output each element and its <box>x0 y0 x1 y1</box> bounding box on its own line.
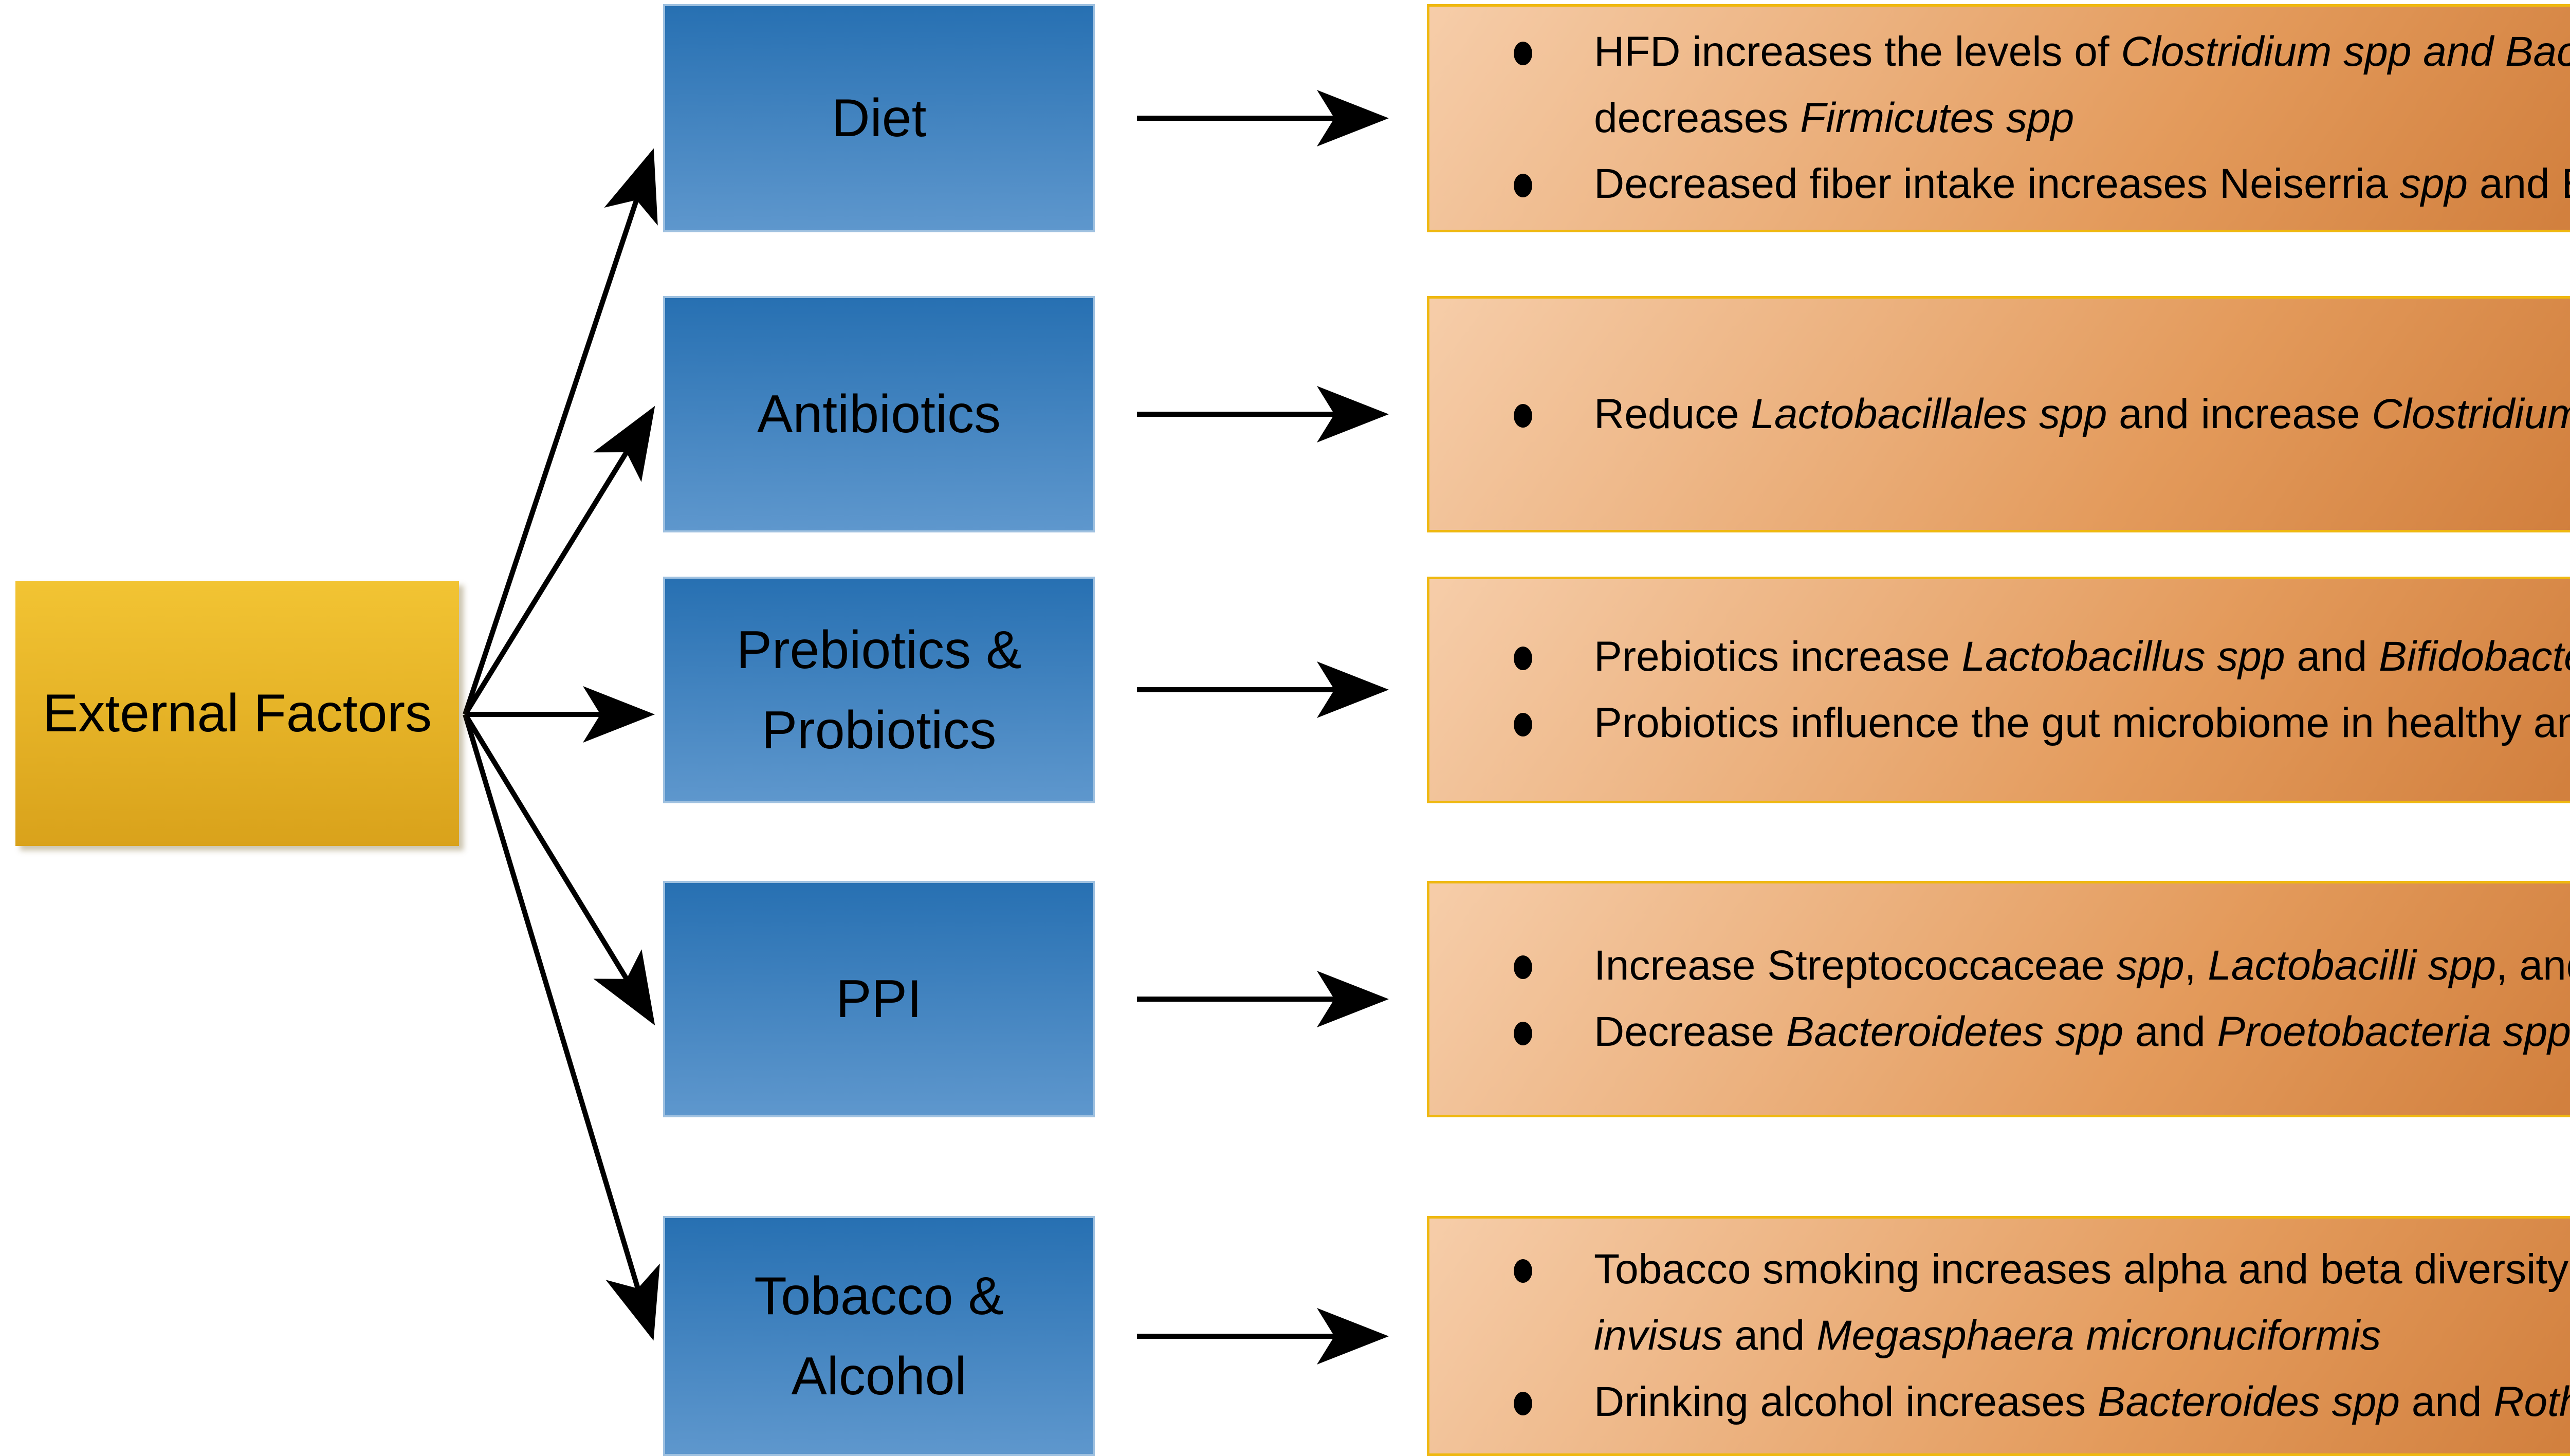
factor-label-antibiotics: Antibiotics <box>757 384 1001 444</box>
bullet-item: Decrease Bacteroidetes spp and Proetobac… <box>1507 999 2570 1065</box>
factor-box-diet: Diet <box>663 4 1095 232</box>
factor-label-diet: Diet <box>831 88 927 148</box>
effects-list-tobacco-alcohol: Tobacco smoking increases alpha and beta… <box>1507 1237 2570 1435</box>
arrow-external-to-tobacco <box>463 713 660 1341</box>
bullet-item: Decreased fiber intake increases Neiserr… <box>1507 151 2570 217</box>
external-factors-label: External Factors <box>42 683 432 743</box>
factor-box-tobacco-alcohol: Tobacco & Alcohol <box>663 1216 1095 1456</box>
arrow-external-to-diet <box>463 148 658 715</box>
effects-list-ppi: Increase Streptococcaceae spp, Lactobaci… <box>1507 933 2570 1065</box>
effects-box-ppi: Increase Streptococcaceae spp, Lactobaci… <box>1427 881 2570 1117</box>
bullet-item: HFD increases the levels of Clostridium … <box>1507 19 2570 151</box>
arrow-external-to-ppi <box>463 713 655 1026</box>
bullet-item: Increase Streptococcaceae spp, Lactobaci… <box>1507 933 2570 999</box>
factor-box-prebiotics-probiotics: Prebiotics & Probiotics <box>663 577 1095 803</box>
effects-box-antibiotics: Reduce Lactobacillales spp and increase … <box>1427 296 2570 532</box>
bullet-item: Tobacco smoking increases alpha and beta… <box>1507 1237 2570 1369</box>
bullet-item: Drinking alcohol increases Bacteroides s… <box>1507 1369 2570 1435</box>
bullet-item: Reduce Lactobacillales spp and increase … <box>1507 381 2570 448</box>
factor-label-tobacco-alcohol: Tobacco & Alcohol <box>754 1266 1004 1406</box>
effects-box-tobacco-alcohol: Tobacco smoking increases alpha and beta… <box>1427 1216 2570 1456</box>
arrow-external-to-antibiotics <box>463 406 655 716</box>
effects-list-antibiotics: Reduce Lactobacillales spp and increase … <box>1507 381 2570 448</box>
factor-box-ppi: PPI <box>663 881 1095 1117</box>
factor-label-prebiotics-probiotics: Prebiotics & Probiotics <box>736 620 1022 760</box>
bullet-item: Probiotics influence the gut microbiome … <box>1507 690 2570 757</box>
external-factors-box: External Factors <box>15 581 459 846</box>
bullet-item: Prebiotics increase Lactobacillus spp an… <box>1507 624 2570 690</box>
effects-list-diet: HFD increases the levels of Clostridium … <box>1507 19 2570 217</box>
effects-box-diet: HFD increases the levels of Clostridium … <box>1427 4 2570 232</box>
effects-list-prebiotics-probiotics: Prebiotics increase Lactobacillus spp an… <box>1507 624 2570 756</box>
effects-box-prebiotics-probiotics: Prebiotics increase Lactobacillus spp an… <box>1427 577 2570 803</box>
factor-label-ppi: PPI <box>836 969 922 1029</box>
factor-box-antibiotics: Antibiotics <box>663 296 1095 532</box>
